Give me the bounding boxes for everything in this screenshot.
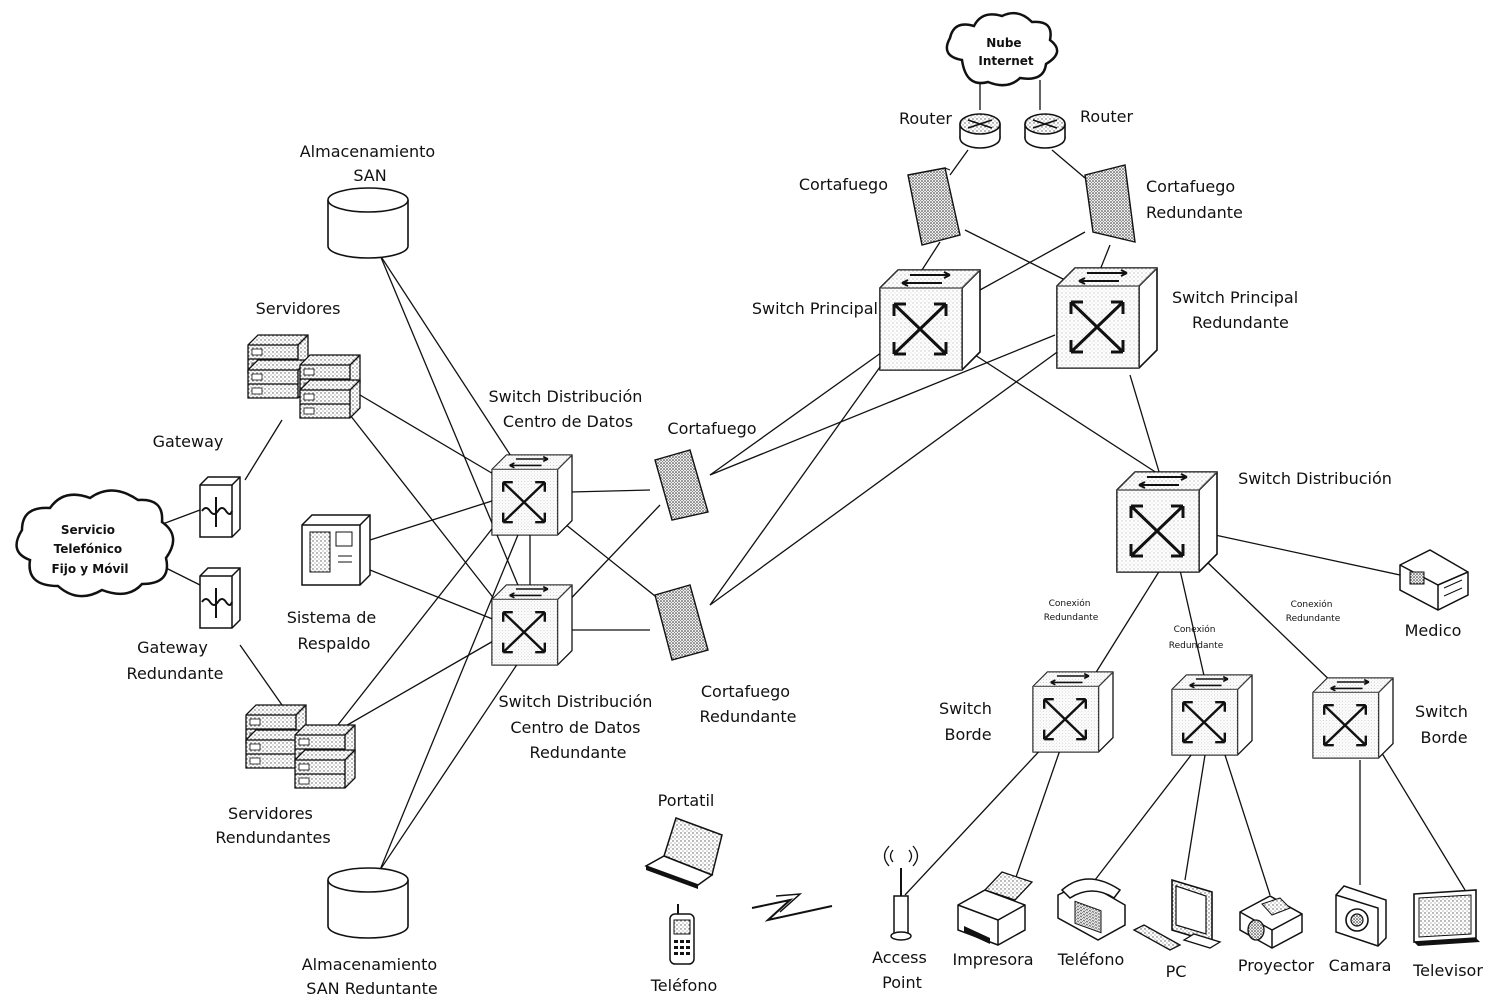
switch-icon <box>878 268 982 372</box>
mobile-phone-icon <box>669 904 695 965</box>
san-label: Almacenamiento SAN <box>300 142 441 185</box>
camera-label: Camara <box>1329 956 1392 975</box>
switch-principal-redundant-label: Switch Principal Redundante <box>1172 288 1303 332</box>
server-rack-icon <box>245 704 356 789</box>
firewall-icon <box>654 584 709 661</box>
switch-icon <box>1031 670 1115 754</box>
medical-device-icon <box>1399 549 1469 611</box>
laptop-icon <box>644 817 723 889</box>
firewall-redundant-label: Cortafuego Redundante <box>1146 177 1243 222</box>
laptop-label: Portatil <box>658 791 715 810</box>
cloud-label: Nube Internet <box>978 36 1033 68</box>
switch-dc-label: Switch Distribución Centro de Datos <box>489 387 648 431</box>
router-icon <box>1024 113 1066 149</box>
router-label-left: Router <box>899 109 952 128</box>
cloud-icon <box>15 489 175 598</box>
medical-label: Medico <box>1405 621 1462 640</box>
backup-system-icon <box>301 514 371 586</box>
firewall-icon <box>654 449 709 521</box>
wireless-link-icon <box>751 893 833 922</box>
connection-redundant-label: Conexión Redundante <box>1044 598 1099 623</box>
printer-icon <box>957 871 1034 946</box>
access-point-icon <box>883 845 919 941</box>
switch-icon <box>1115 470 1219 574</box>
connection-lines <box>159 80 1466 896</box>
backup-system-label: Sistema de Respaldo <box>287 608 382 653</box>
servers-label: Servidores <box>256 299 341 318</box>
projector-icon <box>1239 895 1303 949</box>
mobile-phone-label: Teléfono <box>650 976 718 995</box>
tv-icon <box>1413 889 1480 946</box>
switch-distribution-label: Switch Distribución <box>1238 469 1392 488</box>
database-icon <box>327 867 409 939</box>
database-icon <box>327 187 409 259</box>
switch-icon <box>1311 676 1395 760</box>
camera-icon <box>1335 885 1387 947</box>
firewall-dc-redundant-label: Cortafuego Redundante <box>700 682 797 726</box>
server-rack-icon <box>247 334 361 419</box>
connection-redundant-label: Conexión Redundante <box>1169 624 1224 651</box>
printer-label: Impresora <box>952 950 1033 969</box>
firewall-icon <box>907 167 961 246</box>
switch-principal-label: Switch Principal <box>752 299 878 318</box>
switch-dc-redundant-label: Switch Distribución Centro de Datos Redu… <box>499 692 658 762</box>
gateway-redundant-label: Gateway Redundante <box>127 638 224 683</box>
gateway-label: Gateway <box>153 432 224 451</box>
servers-redundant-label: Servidores Rendundantes <box>215 804 330 847</box>
switch-icon <box>1170 673 1254 757</box>
switch-icon <box>1055 266 1159 370</box>
router-icon <box>959 113 1001 149</box>
switch-edge-label-left: Switch Borde <box>939 699 997 744</box>
firewall-dc-label: Cortafuego <box>667 419 756 438</box>
telephone-service-label: Servicio Telefónico Fijo y Móvil <box>51 523 128 576</box>
gateway-icon <box>199 567 241 629</box>
projector-label: Proyector <box>1238 956 1315 975</box>
tv-label: Televisor <box>1412 961 1483 980</box>
router-label-right: Router <box>1080 107 1133 126</box>
access-point-label: Access Point <box>872 948 932 992</box>
firewall-icon <box>1084 164 1136 243</box>
switch-edge-label-right: Switch Borde <box>1415 702 1473 747</box>
gateway-icon <box>199 476 241 538</box>
connection-redundant-label: Conexión Redundante <box>1286 599 1341 624</box>
switch-icon <box>490 583 574 667</box>
firewall-label: Cortafuego <box>799 175 888 194</box>
pc-label: PC <box>1166 962 1187 981</box>
desk-phone-icon <box>1057 878 1126 941</box>
pc-icon <box>1132 878 1222 951</box>
desk-phone-label: Teléfono <box>1057 950 1125 969</box>
switch-icon <box>490 453 574 537</box>
san-redundant-label: Almacenamiento SAN Reduntante <box>302 955 443 998</box>
cloud-icon <box>945 11 1059 87</box>
